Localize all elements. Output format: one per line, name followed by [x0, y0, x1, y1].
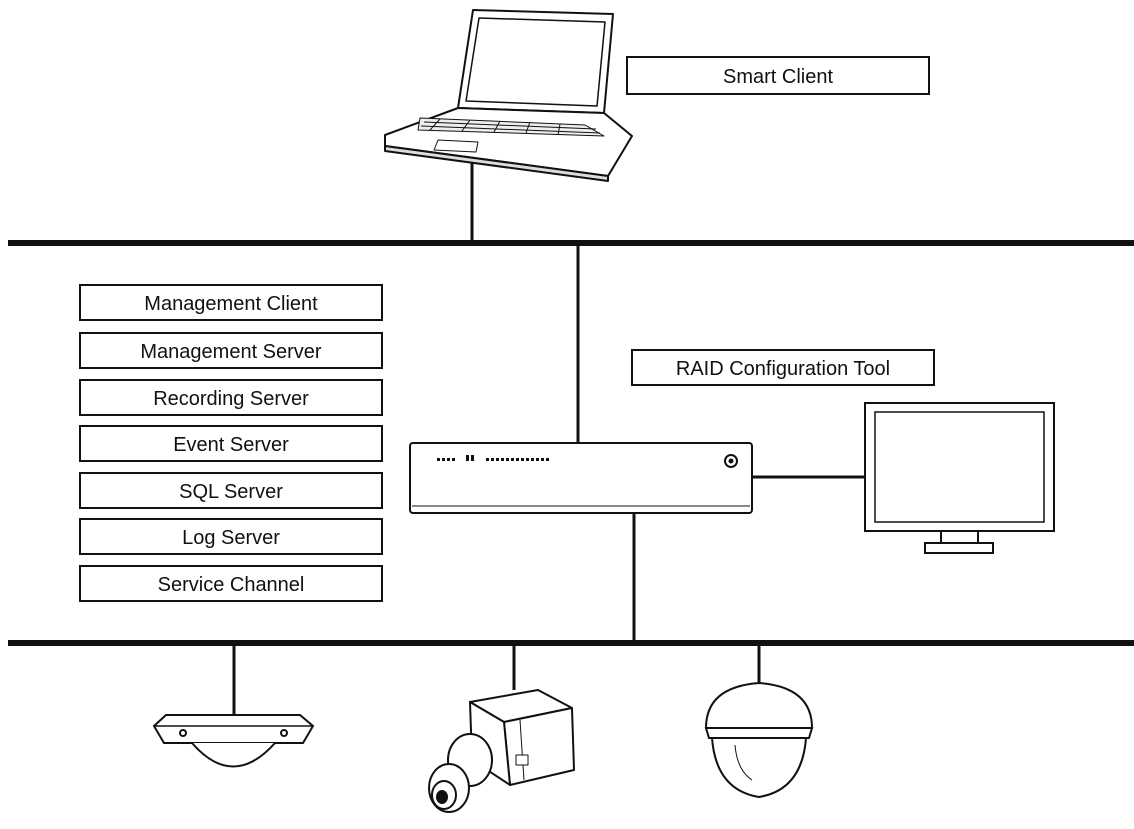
component-box-frame	[79, 332, 383, 369]
component-box: Event Server	[79, 425, 383, 462]
component-label: Management Server	[140, 341, 322, 363]
component-box: Service Channel	[79, 565, 383, 602]
laptop-icon	[384, 9, 633, 182]
raid-tool-label: RAID Configuration Tool	[631, 349, 935, 386]
smart-client-label: Smart Client	[626, 56, 930, 95]
component-box-frame	[79, 565, 383, 602]
raid-tool-text: RAID Configuration Tool	[676, 358, 890, 380]
component-box-frame	[79, 425, 383, 462]
component-label: Log Server	[182, 527, 280, 549]
component-label: Recording Server	[153, 388, 309, 410]
smart-client-text: Smart Client	[723, 66, 833, 88]
fisheye-camera-icon	[152, 714, 315, 768]
component-label: Service Channel	[158, 574, 305, 596]
component-box: Log Server	[79, 518, 383, 555]
component-box-frame	[79, 284, 383, 321]
server-appliance-icon	[409, 442, 753, 514]
component-label: Management Client	[144, 293, 318, 315]
component-box-frame	[79, 472, 383, 509]
component-box: Management Client	[79, 284, 383, 321]
dome-camera-icon	[704, 681, 814, 799]
box-camera-icon	[428, 689, 575, 813]
component-label: SQL Server	[179, 481, 283, 503]
component-box-frame	[79, 518, 383, 555]
monitor-icon	[864, 402, 1055, 554]
component-box-frame	[79, 379, 383, 416]
component-label: Event Server	[173, 434, 289, 456]
component-box: Management Server	[79, 332, 383, 369]
component-box: SQL Server	[79, 472, 383, 509]
component-box: Recording Server	[79, 379, 383, 416]
